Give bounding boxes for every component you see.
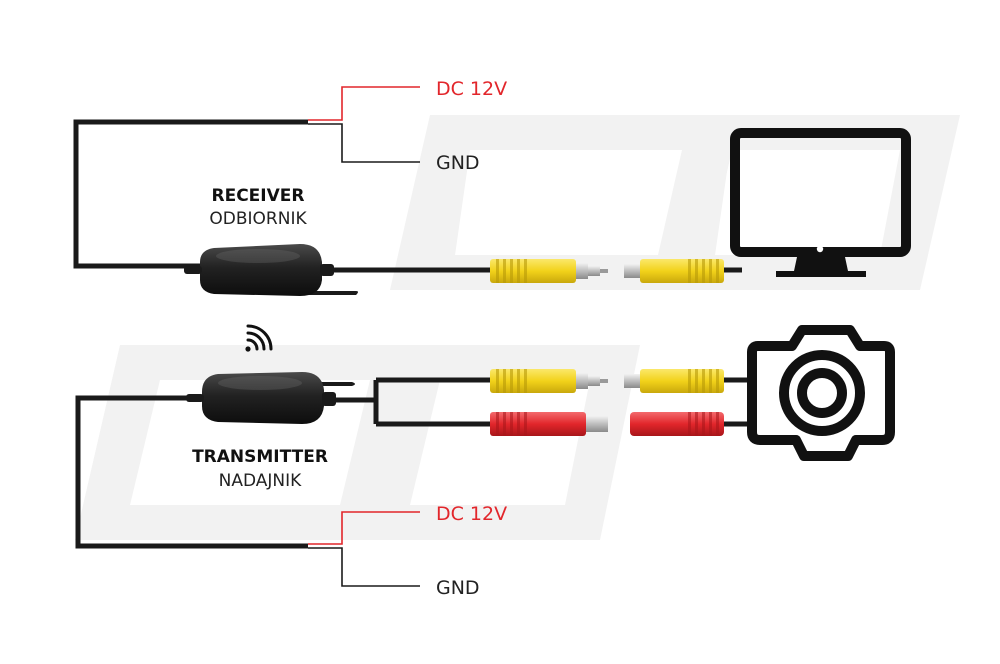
monitor-rca-female-yellow (624, 259, 742, 283)
transmitter-av-cable (330, 377, 496, 427)
receiver-rca-male-yellow (490, 259, 608, 283)
receiver-title: RECEIVER (212, 186, 305, 206)
camera-dc-jack-red (630, 412, 748, 436)
transmitter-subtitle: NADAJNIK (219, 471, 303, 491)
transmitter-ground-wire (308, 547, 420, 587)
transmitter-gnd-label: GND (436, 577, 480, 599)
wireless-signal-icon (245, 324, 273, 352)
transmitter-body (202, 372, 324, 424)
transmitter-rca-male-yellow (490, 369, 608, 393)
camera-icon (747, 325, 895, 461)
receiver-power-cable (73, 119, 308, 269)
receiver-dc-label: DC 12V (436, 78, 507, 100)
transmitter-unit: DC 12V GND TRANSMITTER NADAJNIK (75, 372, 507, 599)
receiver-subtitle: ODBIORNIK (209, 209, 307, 229)
transmitter-title: TRANSMITTER (192, 447, 328, 467)
receiver-ground-wire (308, 123, 420, 163)
receiver-unit: DC 12V GND RECEIVER ODBIORNIK (73, 78, 507, 296)
receiver-positive-wire (308, 86, 420, 121)
receiver-body (200, 244, 322, 296)
transmitter-dc-label: DC 12V (436, 503, 507, 525)
camera-rca-female-yellow (624, 369, 748, 393)
receiver-gnd-label: GND (436, 152, 480, 174)
transmitter-positive-wire (308, 511, 420, 545)
transmitter-dc-plug-red (490, 412, 608, 436)
transmitter-power-cable (75, 395, 308, 549)
monitor-icon (730, 128, 911, 277)
watermark (75, 115, 960, 540)
